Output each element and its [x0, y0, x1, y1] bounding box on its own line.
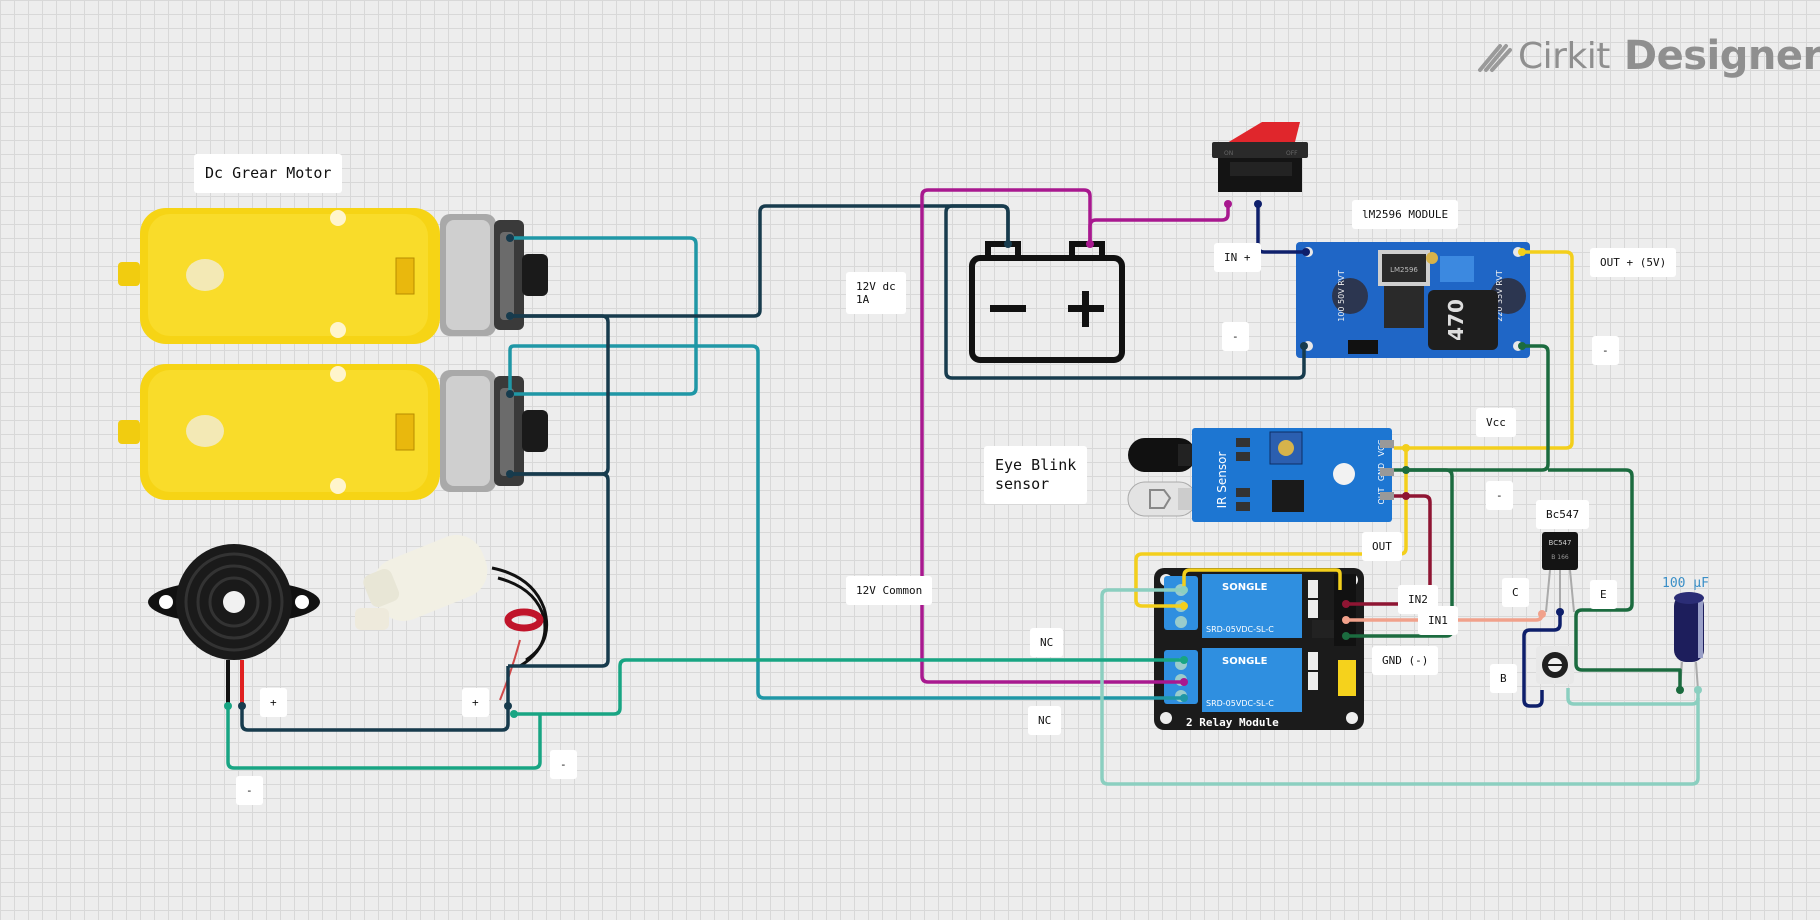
- wire-battery-plus-switch[interactable]: [1088, 202, 1230, 244]
- label-collector[interactable]: C: [1502, 578, 1529, 607]
- label-out-plus[interactable]: OUT + (5V): [1590, 248, 1677, 277]
- lm2596-module[interactable]: 100 50V RVT 220 35V RVT LM2596 470: [1296, 242, 1530, 358]
- brand-product: Designer: [1623, 33, 1820, 79]
- ir-sensor-text: IR Sensor: [1215, 452, 1229, 509]
- bc547-transistor[interactable]: BC547 B 166: [1542, 532, 1578, 613]
- dc-gear-motor-1[interactable]: [118, 208, 548, 344]
- wire-gnd-emitter[interactable]: [1548, 468, 1682, 690]
- relay2-brand-text: SONGLE: [1222, 656, 1268, 667]
- label-base[interactable]: B: [1490, 664, 1517, 693]
- relay1-brand-text: SONGLE: [1222, 582, 1268, 593]
- label-in-plus[interactable]: IN +: [1214, 243, 1261, 272]
- label-buzzer-plus[interactable]: +: [260, 688, 287, 717]
- pin-dots: [224, 200, 1702, 718]
- label-buzzer-minus[interactable]: -: [236, 776, 263, 805]
- cap2-text: 220 35V RVT: [1495, 270, 1504, 322]
- wire-base-pot[interactable]: [1522, 612, 1562, 708]
- brand-name: Cirkit: [1518, 35, 1610, 77]
- wire-vcc-relay[interactable]: [1134, 448, 1408, 608]
- lm-chip-text: LM2596: [1390, 266, 1418, 274]
- wires: [226, 188, 1700, 786]
- relay2-model-text: SRD-05VDC-SL-C: [1206, 699, 1274, 708]
- label-emitter[interactable]: E: [1590, 580, 1617, 609]
- relay1-model-text: SRD-05VDC-SL-C: [1206, 625, 1274, 634]
- label-in-minus[interactable]: -: [1222, 322, 1249, 351]
- label-pump-plus[interactable]: +: [462, 688, 489, 717]
- rocker-switch[interactable]: ON OFF: [1212, 122, 1308, 192]
- label-in1[interactable]: IN1: [1418, 606, 1458, 635]
- pot-value-text: 470: [1444, 299, 1468, 341]
- wire-motor-dark-2[interactable]: [508, 472, 610, 668]
- label-vcc[interactable]: Vcc: [1476, 408, 1516, 437]
- transistor-text: BC547: [1549, 539, 1572, 547]
- transistor-subtext: B 166: [1551, 554, 1569, 561]
- wire-cap-relay[interactable]: [1100, 588, 1700, 786]
- cirkit-logo-icon: [1478, 44, 1512, 72]
- cirkit-designer-logo: Cirkit Designer: [1476, 28, 1820, 84]
- wire-buzzer-minus-pump[interactable]: [226, 706, 542, 770]
- label-eye-blink-sensor[interactable]: Eye Blink sensor: [984, 446, 1088, 504]
- wire-buzzer-pump-dark[interactable]: [240, 666, 510, 732]
- wire-out-minus-gnd[interactable]: [1394, 344, 1550, 472]
- buzzer[interactable]: [148, 544, 320, 706]
- cap1-text: 100 50V RVT: [1337, 270, 1346, 322]
- label-nc-bottom[interactable]: NC: [1028, 706, 1062, 735]
- label-gnd[interactable]: GND (-): [1372, 646, 1439, 675]
- switch-off-text: OFF: [1286, 150, 1298, 157]
- label-12v-common[interactable]: 12V Common: [846, 576, 933, 605]
- wire-out-plus-vcc[interactable]: [1394, 250, 1574, 450]
- ir-sensor[interactable]: IR Sensor VCC GND OUT: [1127, 428, 1394, 522]
- label-out[interactable]: OUT: [1362, 532, 1402, 561]
- label-bc547[interactable]: Bc547: [1536, 500, 1590, 529]
- electrolytic-capacitor[interactable]: [1674, 592, 1704, 691]
- water-pump[interactable]: [355, 527, 549, 701]
- relay-module[interactable]: SONGLE SRD-05VDC-SL-C SONGLE SRD-05VDC-S…: [1154, 568, 1364, 730]
- wire-battery-minus-lm[interactable]: [944, 204, 1306, 380]
- label-nc-top[interactable]: NC: [1030, 628, 1064, 657]
- label-dc-gear-motor[interactable]: Dc Grear Motor: [194, 154, 343, 193]
- wire-motor-teal-2[interactable]: [508, 344, 1182, 700]
- wire-pot-cap[interactable]: [1566, 688, 1700, 706]
- wire-relay-vcc-loop[interactable]: [1182, 568, 1342, 590]
- wire-nc-pump[interactable]: [514, 658, 1182, 716]
- capacitor-value-label[interactable]: 100 µF: [1662, 576, 1709, 591]
- wire-motor-to-battery[interactable]: [510, 204, 1010, 318]
- relay-module-title: 2 Relay Module: [1186, 716, 1279, 729]
- dc-gear-motor-2[interactable]: [118, 364, 548, 500]
- switch-on-text: ON: [1224, 150, 1233, 157]
- label-sensor-minus[interactable]: -: [1486, 481, 1513, 510]
- label-out-minus[interactable]: -: [1592, 336, 1619, 365]
- battery-icon[interactable]: [969, 241, 1125, 363]
- label-battery[interactable]: 12V dc 1A: [846, 272, 906, 314]
- label-pump-minus[interactable]: -: [550, 750, 577, 779]
- wire-gnd-relay[interactable]: [1346, 468, 1454, 638]
- label-lm2596[interactable]: lM2596 MODULE: [1352, 200, 1459, 229]
- trim-potentiometer[interactable]: [1536, 646, 1574, 684]
- wire-battery-plus-common[interactable]: [920, 188, 1182, 684]
